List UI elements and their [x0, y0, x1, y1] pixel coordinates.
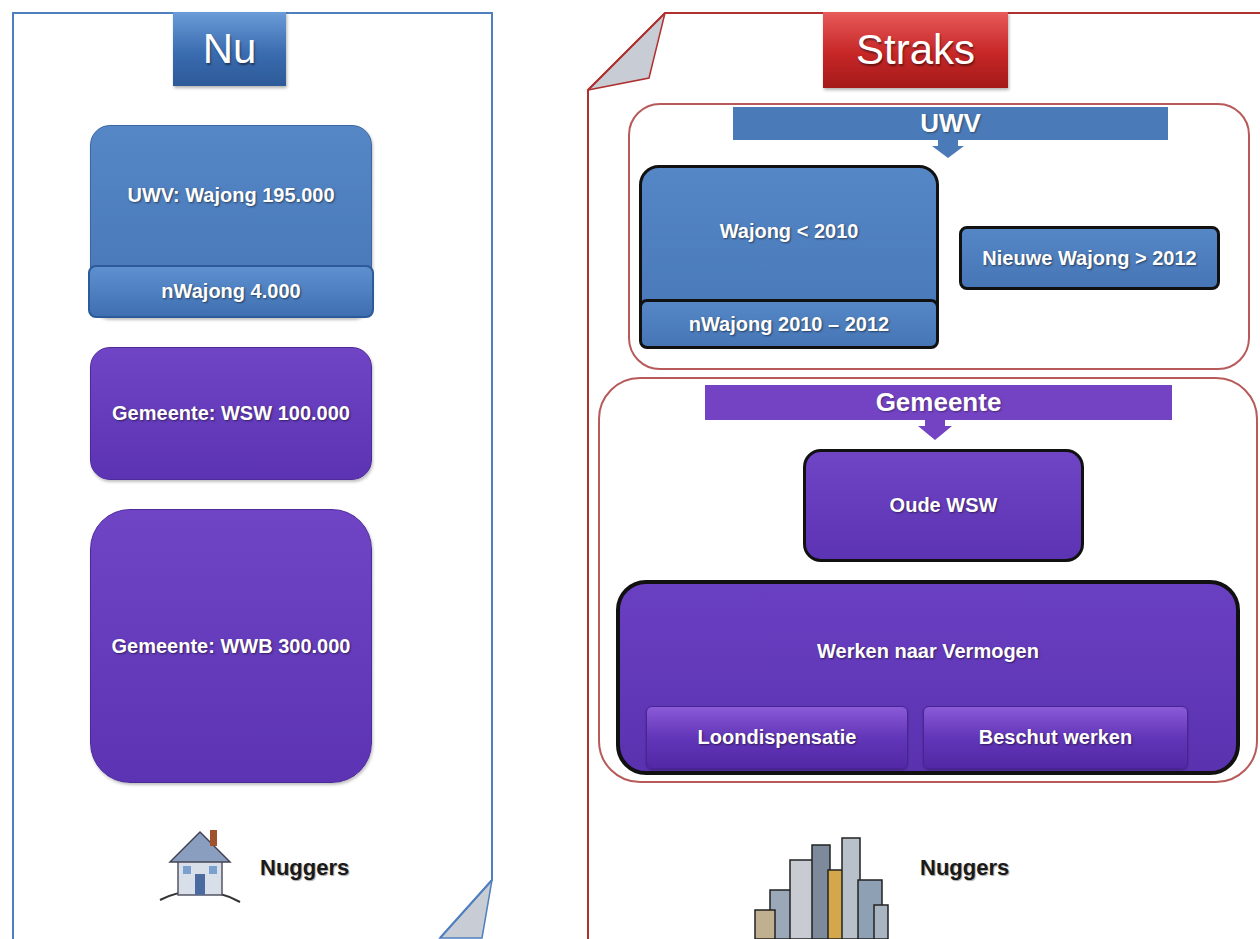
process-box: Gemeente: WSW 100.000	[90, 347, 372, 480]
process-box: Oude WSW	[803, 449, 1084, 562]
footer-label: Nuggers	[260, 855, 349, 881]
box-text: Oude WSW	[890, 494, 998, 517]
box-text: nWajong 4.000	[161, 280, 300, 303]
box-text: Loondispensatie	[698, 726, 857, 749]
city-icon	[755, 838, 888, 939]
process-box: nWajong 2010 – 2012	[639, 299, 939, 349]
process-box: nWajong 4.000	[88, 265, 374, 318]
footer-label: Nuggers	[920, 855, 1009, 881]
group-box: Werken naar VermogenLoondispensatie Besch…	[616, 580, 1240, 775]
group-title: Werken naar Vermogen	[620, 640, 1236, 663]
box-text: UWV: Wajong 195.000	[127, 184, 334, 207]
process-box: Nieuwe Wajong > 2012	[959, 226, 1220, 290]
process-box: Beschut werken	[923, 706, 1188, 769]
box-text: Beschut werken	[979, 726, 1132, 749]
group-region: GemeenteOude WSW Werken naar VermogenLoon…	[598, 377, 1258, 783]
group-region: UWV Wajong < 2010 nWajong 2010 – 2012 Nieuw…	[628, 103, 1250, 370]
heading-tab: Nu	[173, 12, 286, 86]
region-band: Gemeente	[705, 385, 1172, 420]
box-text: Wajong < 2010	[720, 220, 859, 243]
region-band: UWV	[733, 107, 1168, 140]
process-box: Gemeente: WWB 300.000	[90, 509, 372, 783]
page-panel: StraksNuggers UWV Wajong < 2010 nWajong 201…	[587, 12, 1260, 939]
box-text: Gemeente: WSW 100.000	[112, 402, 350, 425]
box-text: nWajong 2010 – 2012	[689, 313, 889, 336]
down-arrow	[918, 418, 952, 440]
page-panel: NuNuggers UWV: Wajong 195.000 nWajong 4.00…	[12, 12, 493, 939]
box-text: Nieuwe Wajong > 2012	[982, 247, 1196, 270]
box-text: Gemeente: WWB 300.000	[112, 635, 351, 658]
house-icon	[160, 830, 240, 902]
down-arrow	[932, 138, 964, 158]
process-box: Loondispensatie	[646, 706, 908, 769]
heading-tab: Straks	[823, 12, 1008, 88]
